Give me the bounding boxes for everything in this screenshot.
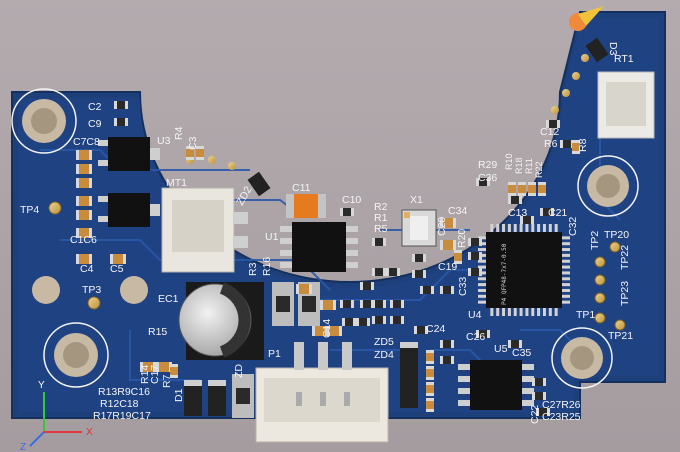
label-c4: C4: [80, 263, 94, 275]
connector-p1: [255, 342, 389, 443]
connector-mt1: [161, 187, 248, 273]
label-c5: C5: [110, 263, 124, 275]
label-c32: C32: [567, 217, 579, 236]
label-r18: R18: [514, 157, 524, 174]
label-p1: P1: [268, 348, 281, 360]
ic-packages: [98, 137, 534, 410]
tantalum-cap-c11: [286, 194, 326, 218]
label-c33: C33: [457, 277, 469, 296]
label-u5: U5: [494, 343, 508, 355]
axis-x-label: X: [86, 427, 93, 438]
label-c24: C24: [426, 323, 445, 335]
diodes: [184, 37, 609, 416]
label-tp2: TP2: [589, 231, 601, 250]
label-c19: C19: [438, 261, 457, 273]
label-c12: C12: [540, 126, 559, 138]
label-u4: U4: [468, 309, 482, 321]
axis-gizmo: Y X Z: [20, 380, 93, 452]
label-zd5: ZD5: [374, 336, 394, 348]
u4-marking: P4 QFP48-7x7-0.50: [501, 243, 508, 305]
label-r11: R11: [524, 158, 534, 174]
label-c20: C20: [436, 217, 448, 236]
label-c2: C2: [88, 101, 102, 113]
qfp-u4: P4 QFP48-7x7-0.50: [478, 224, 570, 316]
label-x1: X1: [410, 194, 423, 206]
label-c11: C11: [292, 182, 311, 194]
label-r17r19c17: R17R19C17: [93, 410, 151, 422]
label-c1c6: C1C6: [70, 234, 97, 246]
label-c27r26: C27R26: [542, 399, 581, 411]
label-c14: C14: [321, 319, 333, 338]
label-c9: C9: [88, 118, 102, 130]
label-r29: R29: [478, 159, 497, 171]
label-d1: D1: [173, 388, 185, 402]
label-c21: C21: [548, 207, 567, 219]
label-c23r25: C23R25: [542, 411, 581, 423]
label-tp4: TP4: [20, 204, 39, 216]
label-zd4: ZD4: [374, 349, 394, 361]
label-r2: R2: [374, 201, 388, 213]
arc-vias: [186, 54, 589, 170]
electrolytic-cap-ec1: [178, 282, 264, 360]
label-u3: U3: [157, 135, 171, 147]
label-r8: R8: [577, 138, 589, 152]
label-c13: C13: [508, 207, 527, 219]
label-r10: R10: [504, 153, 514, 170]
label-tp3: TP3: [82, 284, 101, 296]
label-tp1: TP1: [576, 309, 595, 321]
label-c17: C17: [149, 365, 161, 384]
label-c22: C22: [529, 405, 541, 424]
label-r6: R6: [544, 138, 558, 150]
smd-passives: [76, 101, 580, 416]
axis-z-label: Z: [20, 442, 26, 452]
label-r13r9c16: R13R9C16: [98, 386, 150, 398]
label-c3: C3: [187, 136, 199, 150]
label-r22: R22: [534, 161, 544, 178]
silkscreen: C2 C9 C7C8 U3 R4 C3 TP4 MT1 ZD2 C11 C10 …: [20, 42, 634, 424]
label-r7: R7: [161, 374, 173, 388]
label-r4: R4: [173, 126, 185, 140]
connector-rt1: [597, 71, 655, 139]
label-mt1: MT1: [166, 177, 187, 189]
label-r15: R15: [148, 326, 167, 338]
label-r1: R1: [374, 212, 388, 224]
label-tp21: TP21: [608, 330, 633, 342]
marker-blob: [569, 6, 604, 31]
label-d3: D3: [607, 42, 619, 56]
label-r14: R14: [139, 365, 151, 384]
label-tp23: TP23: [619, 281, 631, 306]
label-rt1: RT1: [614, 53, 634, 65]
power-pads: [232, 282, 320, 418]
label-c34: C34: [448, 205, 467, 217]
label-c35: C35: [512, 347, 531, 359]
label-zd: ZD: [233, 364, 245, 378]
label-tp22: TP22: [619, 245, 631, 270]
label-c10: C10: [342, 194, 361, 206]
label-r12c18: R12C18: [100, 398, 139, 410]
mounting-holes: [11, 88, 639, 389]
axis-y-label: Y: [38, 380, 45, 391]
label-tp20: TP20: [604, 229, 629, 241]
label-ec1: EC1: [158, 293, 179, 305]
label-zd2: ZD2: [234, 184, 254, 207]
label-c7c8: C7C8: [73, 136, 100, 148]
test-points: [48, 201, 626, 331]
crystal-x1: [401, 209, 437, 247]
label-r20: R20: [456, 229, 468, 248]
label-r3: R3: [247, 262, 259, 276]
label-r16: R16: [261, 257, 273, 276]
label-c36: C36: [478, 172, 497, 184]
label-c26: C26: [466, 331, 485, 343]
label-r5: R5: [374, 223, 388, 235]
label-u1: U1: [265, 231, 279, 243]
